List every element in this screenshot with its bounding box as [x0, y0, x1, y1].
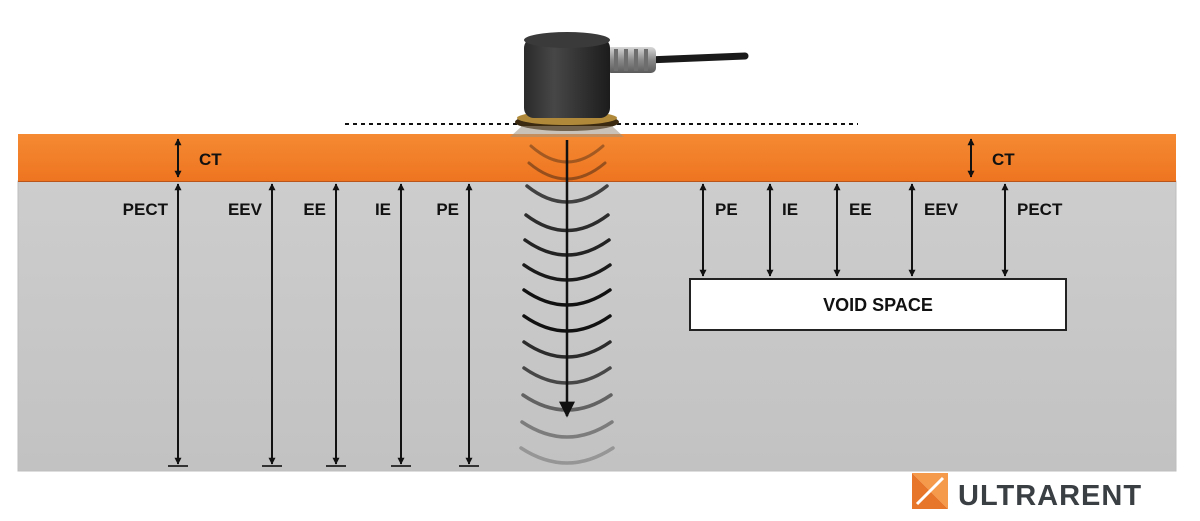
label-ee-right: EE: [849, 200, 872, 219]
label-ct-right: CT: [992, 150, 1015, 169]
void-space-label: VOID SPACE: [823, 295, 933, 315]
label-pect-right: PECT: [1017, 200, 1063, 219]
label-eev-right: EEV: [924, 200, 959, 219]
void-space-box: [689, 278, 1067, 331]
measurement-arrows: [174, 138, 1009, 465]
brand-name: ULTRARENT: [958, 480, 1142, 512]
coating-layer: [18, 134, 1176, 182]
ultrasonic-transducer-icon: [510, 32, 749, 137]
label-pe-left: PE: [436, 200, 459, 219]
label-ie-left: IE: [375, 200, 391, 219]
label-ie-right: IE: [782, 200, 798, 219]
label-ct-left: CT: [199, 150, 222, 169]
label-ee-left: EE: [303, 200, 326, 219]
label-eev-left: EEV: [228, 200, 263, 219]
label-pe-right: PE: [715, 200, 738, 219]
ultrarent-logo-icon: [912, 473, 948, 509]
label-pect-left: PECT: [123, 200, 169, 219]
